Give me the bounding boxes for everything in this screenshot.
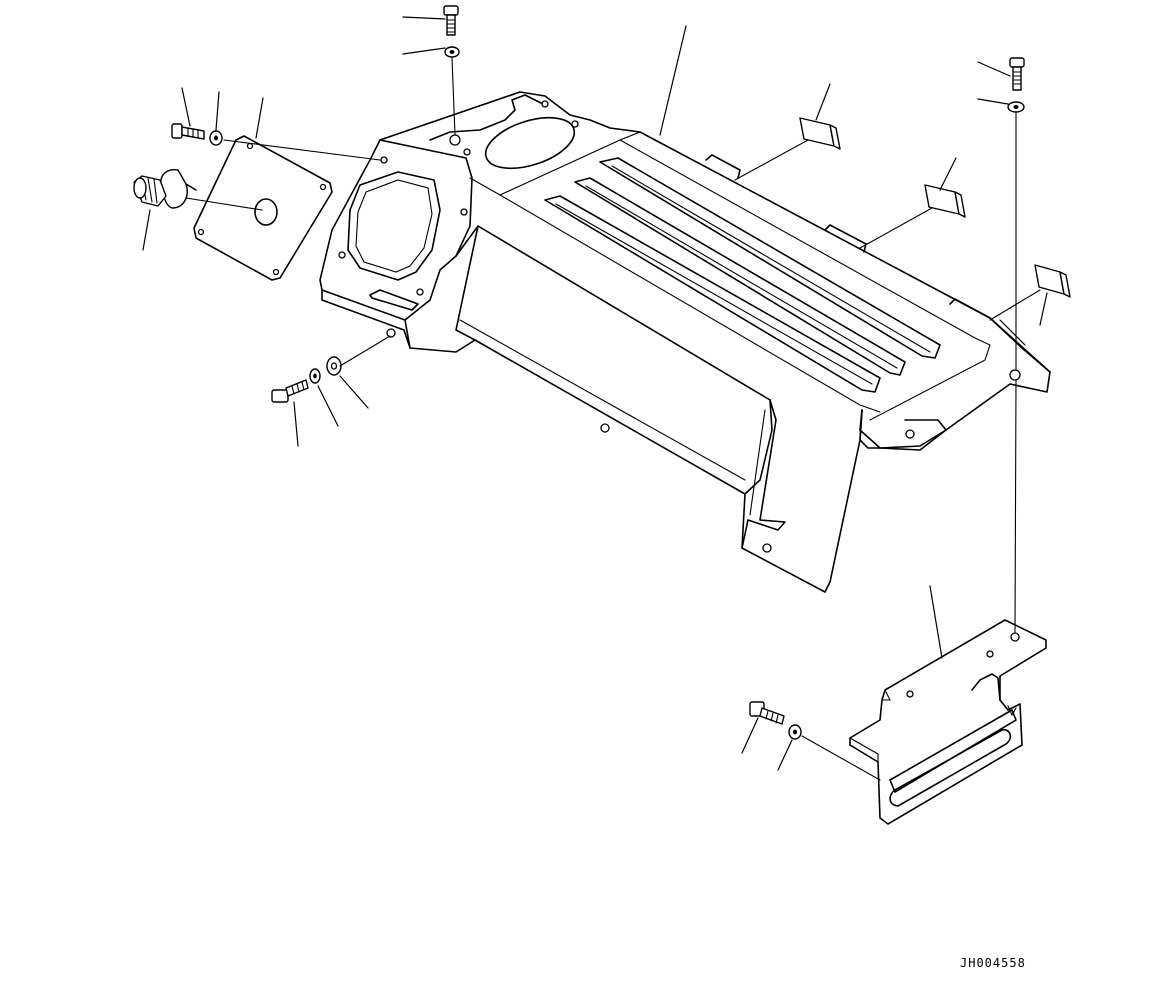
washer-left-cover: [209, 130, 223, 146]
cover-plate: [193, 135, 333, 281]
bolt-top-center: [443, 5, 459, 36]
leader-lines: [142, 16, 1048, 771]
pressure-switch: [133, 169, 197, 209]
bolt-front-left: [271, 379, 309, 403]
pad-2: [924, 184, 966, 218]
pad-1: [799, 117, 841, 150]
bolt-left-cover: [171, 123, 205, 140]
assembly-lines: [185, 57, 1041, 781]
washer-front-flat: [326, 356, 342, 376]
washer-top-right: [1007, 101, 1025, 113]
washer-front-lock: [309, 368, 321, 384]
mounting-bracket: [849, 619, 1047, 825]
pad-3: [1034, 264, 1071, 298]
washer-top-center: [444, 46, 460, 58]
bolt-bracket: [749, 701, 785, 725]
main-tray-housing: [319, 91, 1051, 593]
washer-bracket: [788, 724, 802, 740]
drawing-id-label: JH004558: [960, 956, 1026, 970]
bolt-top-right: [1009, 57, 1025, 91]
